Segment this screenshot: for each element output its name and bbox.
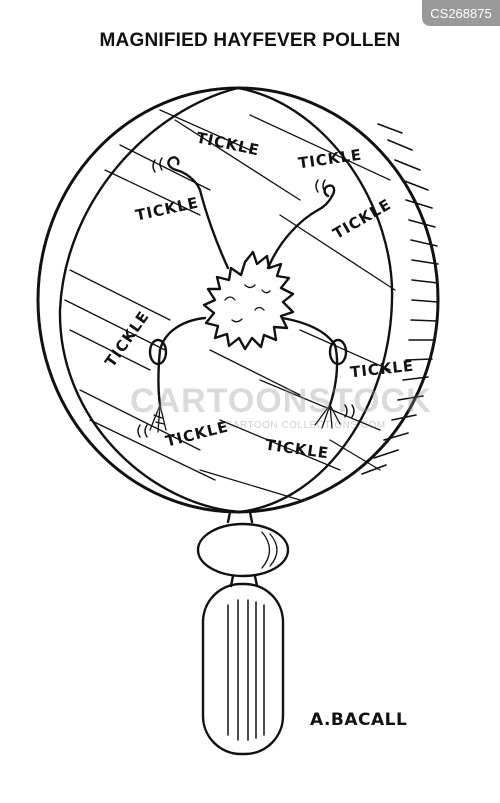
lens-inner-edge (58, 86, 242, 514)
handle-neck (226, 510, 254, 524)
handle-ferrule (196, 522, 290, 578)
watermark-subtitle: CARTOON COLLECTIONS.COM (225, 420, 386, 431)
cartoon-id-badge: CS268875 (422, 0, 500, 26)
pollen-grain (202, 250, 295, 351)
pollen-arm-left (174, 168, 230, 270)
artist-signature: A.BACALL (310, 710, 408, 730)
page-title: MAGNIFIED HAYFEVER POLLEN (99, 30, 401, 51)
watermark: CARTOONSTOCK (130, 382, 432, 420)
handle-grip (201, 582, 285, 756)
lens-right-edge (236, 86, 394, 514)
pollen-arm-right (266, 194, 334, 270)
pollen-leg-right (280, 316, 339, 407)
pollen-leg-left (157, 316, 207, 407)
